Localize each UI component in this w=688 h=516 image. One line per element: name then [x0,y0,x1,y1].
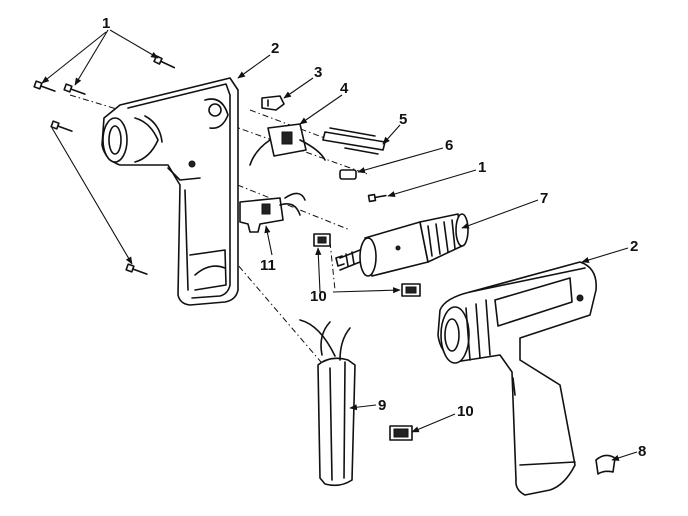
screw-part-1 [33,55,387,275]
callout-6: 6 [445,137,453,154]
callout-9: 9 [378,397,386,414]
block-part-6 [339,169,357,180]
callout-11: 11 [260,257,276,274]
clip-part-3 [261,95,285,111]
battery-pack-part-9 [299,319,356,487]
callout-10-top: 10 [310,288,327,305]
housing-left-half [101,77,239,306]
motor-part-7 [335,213,469,277]
housing-right-half [437,261,597,496]
callout-labels: 1 2 3 4 5 6 1 7 2 11 10 9 10 8 [102,15,646,460]
plate-part-5 [322,127,386,155]
callout-2-top: 2 [271,40,279,57]
callout-5: 5 [399,111,407,128]
callout-1-top: 1 [102,15,110,32]
latch-part-8 [595,454,616,475]
callout-7: 7 [540,190,548,207]
callout-4: 4 [340,80,349,97]
switch-part-11 [239,192,306,233]
callout-8: 8 [638,443,646,460]
callout-3: 3 [314,64,322,81]
callout-1-right: 1 [478,159,486,176]
brush-holder-part-4 [249,123,326,166]
brush-part-10 [313,233,421,441]
callout-10-bottom: 10 [457,403,474,420]
leader-lines [41,29,638,461]
callout-2-right: 2 [630,238,638,255]
